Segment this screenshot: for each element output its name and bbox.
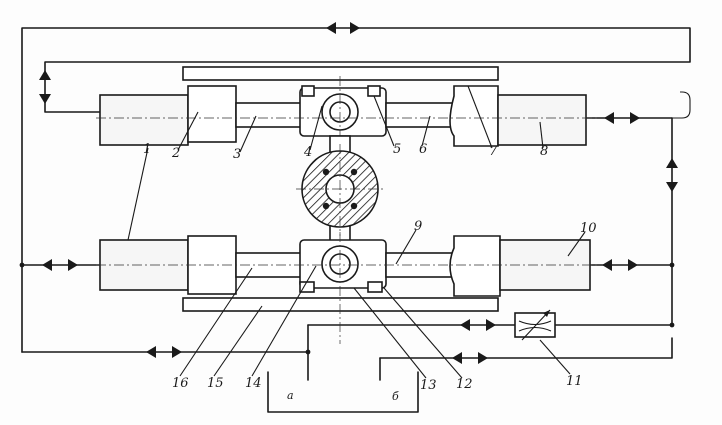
pinion-shaft	[296, 135, 384, 243]
label-3: 3	[233, 147, 241, 162]
label-8: 8	[540, 144, 548, 159]
label-6: 6	[419, 142, 427, 157]
oil-tank	[267, 371, 419, 413]
label-16: 16	[172, 376, 189, 391]
label-5: 5	[393, 142, 401, 157]
part-labels: 1 2 3 4 5 6 7 8 9 10 11 12 13 14 15 16 а…	[143, 142, 597, 403]
flow-arrows	[39, 22, 678, 364]
label-10: 10	[580, 221, 597, 236]
label-12: 12	[456, 377, 473, 392]
label-13: 13	[420, 378, 437, 393]
label-11: 11	[566, 374, 583, 389]
port-label-a: а	[287, 389, 294, 402]
label-4: 4	[303, 145, 312, 160]
leader-lines	[127, 85, 586, 379]
label-2: 2	[171, 146, 180, 161]
label-7: 7	[489, 144, 498, 159]
lower-cylinder-assembly	[96, 232, 600, 344]
label-9: 9	[414, 219, 422, 234]
upper-cylinder-assembly	[96, 66, 600, 150]
label-1: 1	[143, 142, 151, 157]
label-15: 15	[207, 376, 224, 391]
port-label-b: б	[392, 390, 399, 403]
label-14: 14	[245, 376, 262, 391]
adjustable-throttle	[514, 309, 556, 341]
